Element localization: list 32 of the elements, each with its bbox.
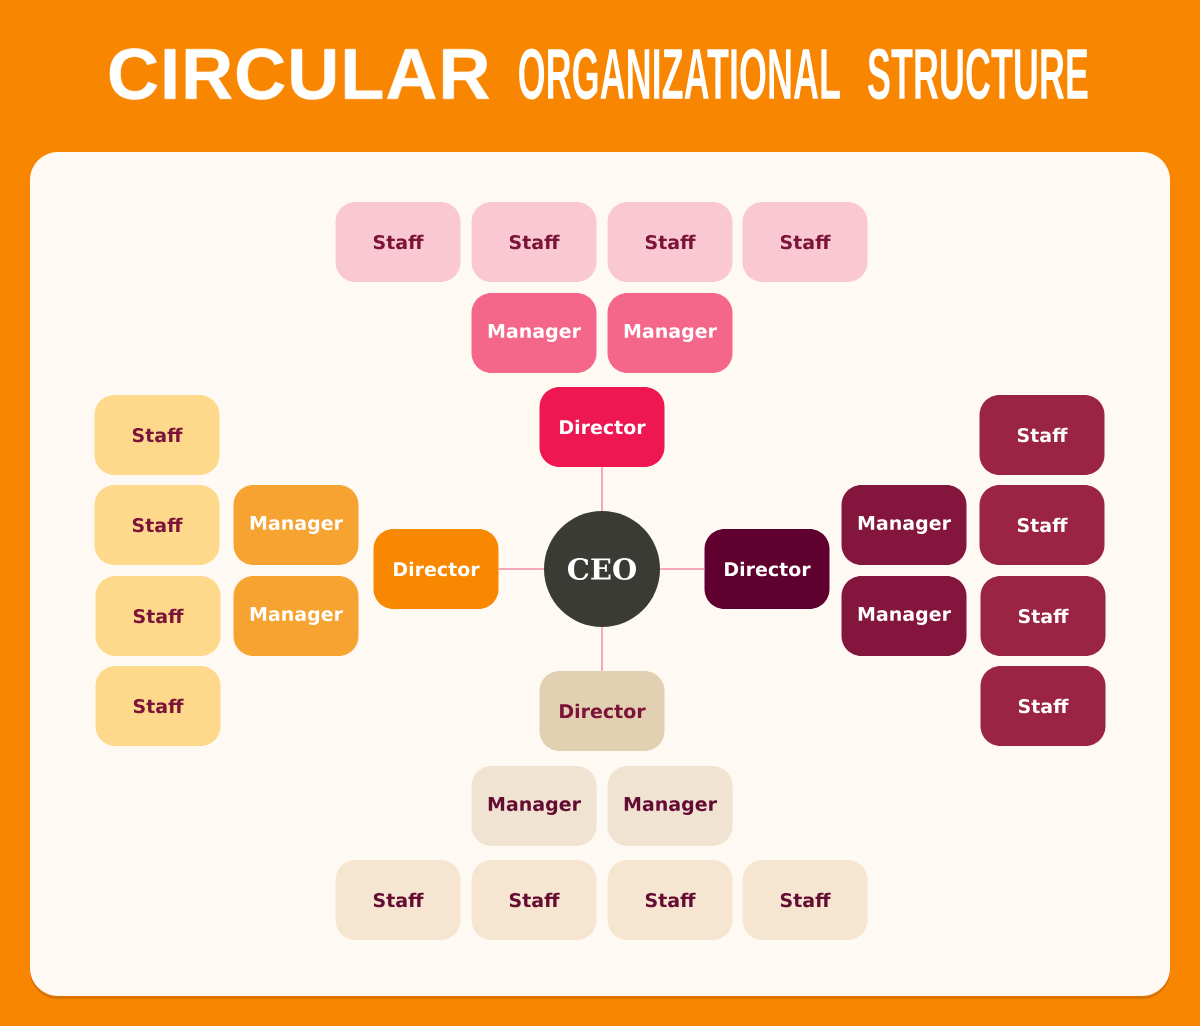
staff-box: Staff <box>607 202 733 282</box>
manager-box: Manager <box>841 485 967 565</box>
connector-line <box>659 568 706 570</box>
staff-box: Staff <box>607 860 733 940</box>
staff-box: Staff <box>95 666 221 746</box>
manager-box: Manager <box>607 293 733 373</box>
staff-box: Staff <box>471 860 597 940</box>
staff-box: Staff <box>95 576 221 656</box>
staff-box: Staff <box>94 395 220 475</box>
staff-box: Staff <box>335 860 461 940</box>
staff-box: Staff <box>980 576 1106 656</box>
manager-box: Manager <box>233 485 359 565</box>
manager-box: Manager <box>471 293 597 373</box>
director-box: Director <box>539 671 665 751</box>
connector-line <box>601 626 603 672</box>
manager-box: Manager <box>233 576 359 656</box>
staff-box: Staff <box>742 860 868 940</box>
manager-box: Manager <box>471 766 597 846</box>
staff-box: Staff <box>742 202 868 282</box>
manager-box: Manager <box>607 766 733 846</box>
staff-box: Staff <box>979 395 1105 475</box>
staff-box: Staff <box>980 666 1106 746</box>
staff-box: Staff <box>335 202 461 282</box>
connector-line <box>497 568 545 570</box>
connector-line <box>601 466 603 512</box>
staff-box: Staff <box>979 485 1105 565</box>
director-box: Director <box>539 387 665 467</box>
staff-box: Staff <box>471 202 597 282</box>
director-box: Director <box>704 529 830 609</box>
director-box: Director <box>373 529 499 609</box>
staff-box: Staff <box>94 485 220 565</box>
manager-box: Manager <box>841 576 967 656</box>
